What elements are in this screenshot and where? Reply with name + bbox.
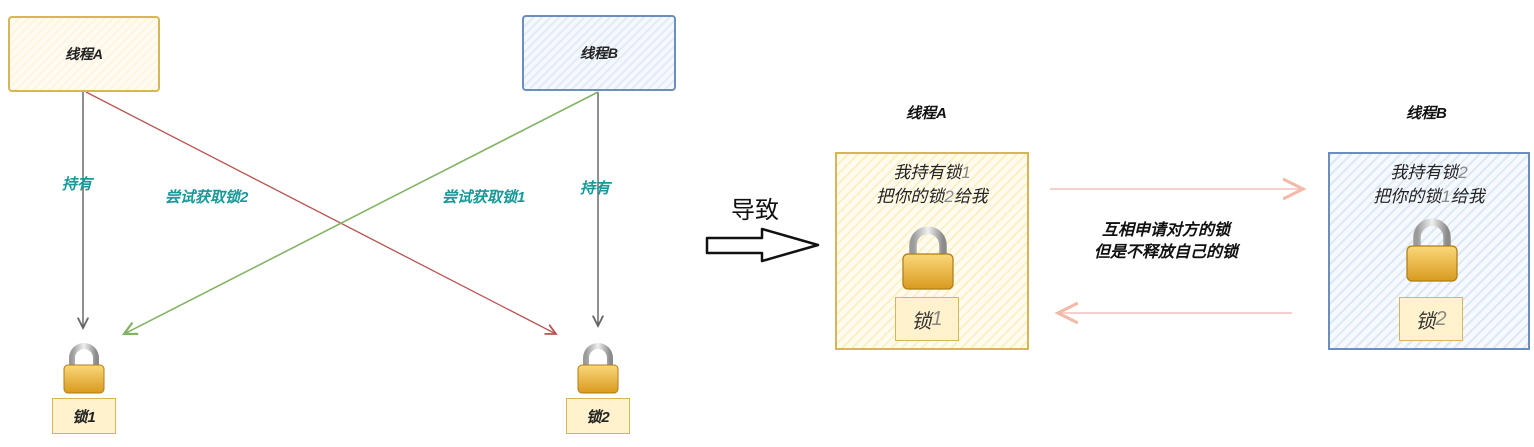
hold-label-b: 持有 <box>580 180 611 197</box>
cause-arrow <box>705 227 820 263</box>
padlock-icon <box>902 226 954 290</box>
center-line-2: 但是不释放自己的锁 <box>1094 244 1239 261</box>
hold-label-a: 持有 <box>62 176 93 193</box>
try-label-a: 尝试获取锁2 <box>165 189 249 206</box>
try-arrow-b <box>124 91 599 334</box>
thread-b-box: 线程B <box>522 15 676 91</box>
thread-b-heading: 线程B <box>1406 105 1447 122</box>
cause-label: 导致 <box>731 197 779 224</box>
padlock-icon <box>1406 218 1458 282</box>
thread-b-statement-line1: 我持有锁2 <box>1390 163 1468 182</box>
thread-a-box: 线程A <box>8 16 160 92</box>
try-arrow-a <box>85 91 556 334</box>
center-description: 互相申请对方的锁 但是不释放自己的锁 <box>1094 220 1238 264</box>
padlock-icon <box>63 343 105 394</box>
thread-a-statement-line1: 我持有锁1 <box>893 163 971 182</box>
thread-a-heading: 线程A <box>906 105 947 122</box>
thread-a-statement-line2: 把你的锁2给我 <box>876 187 988 206</box>
lock1-label: 锁1 <box>52 398 116 434</box>
thread-a-label: 线程A <box>64 46 104 62</box>
lock2-label: 锁2 <box>566 398 630 434</box>
thread-b-statement-line2: 把你的锁1给我 <box>1373 187 1485 206</box>
padlock-icon <box>577 343 619 394</box>
try-label-b: 尝试获取锁1 <box>442 189 526 206</box>
thread-b-label: 线程B <box>579 45 619 61</box>
center-line-1: 互相申请对方的锁 <box>1102 222 1231 239</box>
